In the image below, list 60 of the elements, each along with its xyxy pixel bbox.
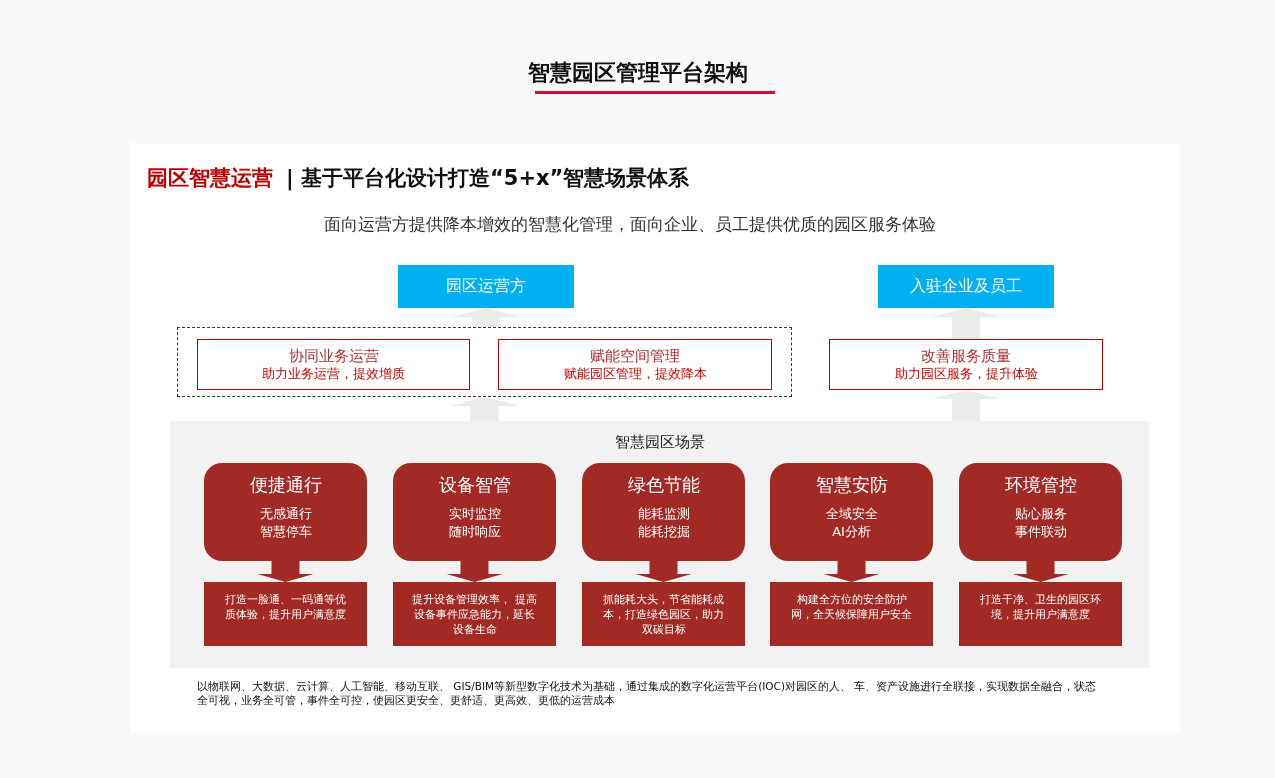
box-subtitle: 助力业务运营，提效增质 xyxy=(262,366,405,382)
scenario-panel xyxy=(170,421,1149,668)
block-arrow xyxy=(635,561,692,582)
box-subtitle: 助力园区服务，提升体验 xyxy=(894,366,1038,382)
section-heading: | 基于平台化设计打造“5+x”智慧场景体系 xyxy=(286,165,690,192)
description-text: 构建全方位的安全防护网，全天候保障用户安全 xyxy=(790,592,913,622)
box-title: 设备智管 xyxy=(437,473,512,497)
scenario-card xyxy=(393,463,556,561)
description-text: 提升设备管理效率， 提高设备事件应急能力，延长设备生命 xyxy=(411,592,538,637)
subtitle: 面向运营方提供降本增效的智慧化管理，面向企业、员工提供优质的园区服务体验 xyxy=(323,213,937,236)
box-title: 改善服务质量 xyxy=(921,347,1011,366)
scenario-card xyxy=(204,463,367,561)
feature-item: 全域安全 xyxy=(824,505,879,523)
footnote: 以物联网、大数据、云计算、人工智能、移动互联、 GIS/BIM等新型数字化技术为基础，通过集成的数字化运营平台(IOC)对园区的人、 车、资产设施进行全联接，实现数据全融合，状态全可视，业务全可管，事件全可控，使园区更安全、更舒适、更高效、更低的运营成本 xyxy=(197,679,1098,707)
box-subtitle: 赋能园区管理，提效降本 xyxy=(563,366,707,382)
description-box xyxy=(959,582,1122,646)
scenario-card xyxy=(959,463,1122,561)
role-label: 园区运营方 xyxy=(446,276,526,297)
description-text: 打造一脸通、一码通等优质体验，提升用户满意度 xyxy=(224,592,347,622)
block-arrow xyxy=(1012,561,1069,582)
role-box xyxy=(878,265,1054,308)
block-arrow xyxy=(931,390,1001,421)
feature-item: 能耗挖掘 xyxy=(636,523,691,541)
block-arrow xyxy=(931,308,1001,339)
box-title: 赋能空间管理 xyxy=(590,347,680,366)
feature-item: 实时监控 xyxy=(447,505,502,523)
box-title: 绿色节能 xyxy=(626,473,701,497)
description-box xyxy=(770,582,933,646)
group-frame xyxy=(177,327,792,397)
role-box xyxy=(398,265,574,308)
feature-item: 无感通行 xyxy=(258,505,313,523)
role-label: 入驻企业及员工 xyxy=(910,276,1022,297)
block-arrow xyxy=(446,561,503,582)
block-arrow xyxy=(257,561,314,582)
block-arrow xyxy=(451,308,521,327)
box-title: 便捷通行 xyxy=(248,473,323,497)
feature-item: 随时响应 xyxy=(447,523,502,541)
page-title: 智慧园区管理平台架构 xyxy=(526,59,749,87)
description-box xyxy=(204,582,367,646)
box-title: 智慧安防 xyxy=(814,473,889,497)
box-title: 协同业务运营 xyxy=(288,347,379,366)
description-box xyxy=(393,582,556,646)
feature-item: AI分析 xyxy=(831,523,872,541)
feature-item: 能耗监测 xyxy=(636,505,691,523)
goal-box xyxy=(197,339,470,390)
block-arrow xyxy=(823,561,880,582)
scenario-card xyxy=(770,463,933,561)
box-title: 环境管控 xyxy=(1003,473,1078,497)
goal-box xyxy=(829,339,1103,390)
feature-item: 贴心服务 xyxy=(1013,505,1068,523)
scenario-card xyxy=(582,463,745,561)
feature-item: 事件联动 xyxy=(1013,523,1068,541)
goal-box xyxy=(498,339,772,390)
panel-heading: 智慧园区场景 xyxy=(613,433,706,452)
description-text: 打造干净、卫生的园区环境，提升用户满意度 xyxy=(979,592,1102,622)
description-box xyxy=(582,582,745,646)
description-text: 抓能耗大头，节省能耗成本，打造绿色园区，助力双碳目标 xyxy=(602,592,725,637)
feature-item: 智慧停车 xyxy=(258,523,313,541)
block-arrow xyxy=(449,397,520,421)
section-heading: 园区智慧运营 xyxy=(147,165,273,192)
